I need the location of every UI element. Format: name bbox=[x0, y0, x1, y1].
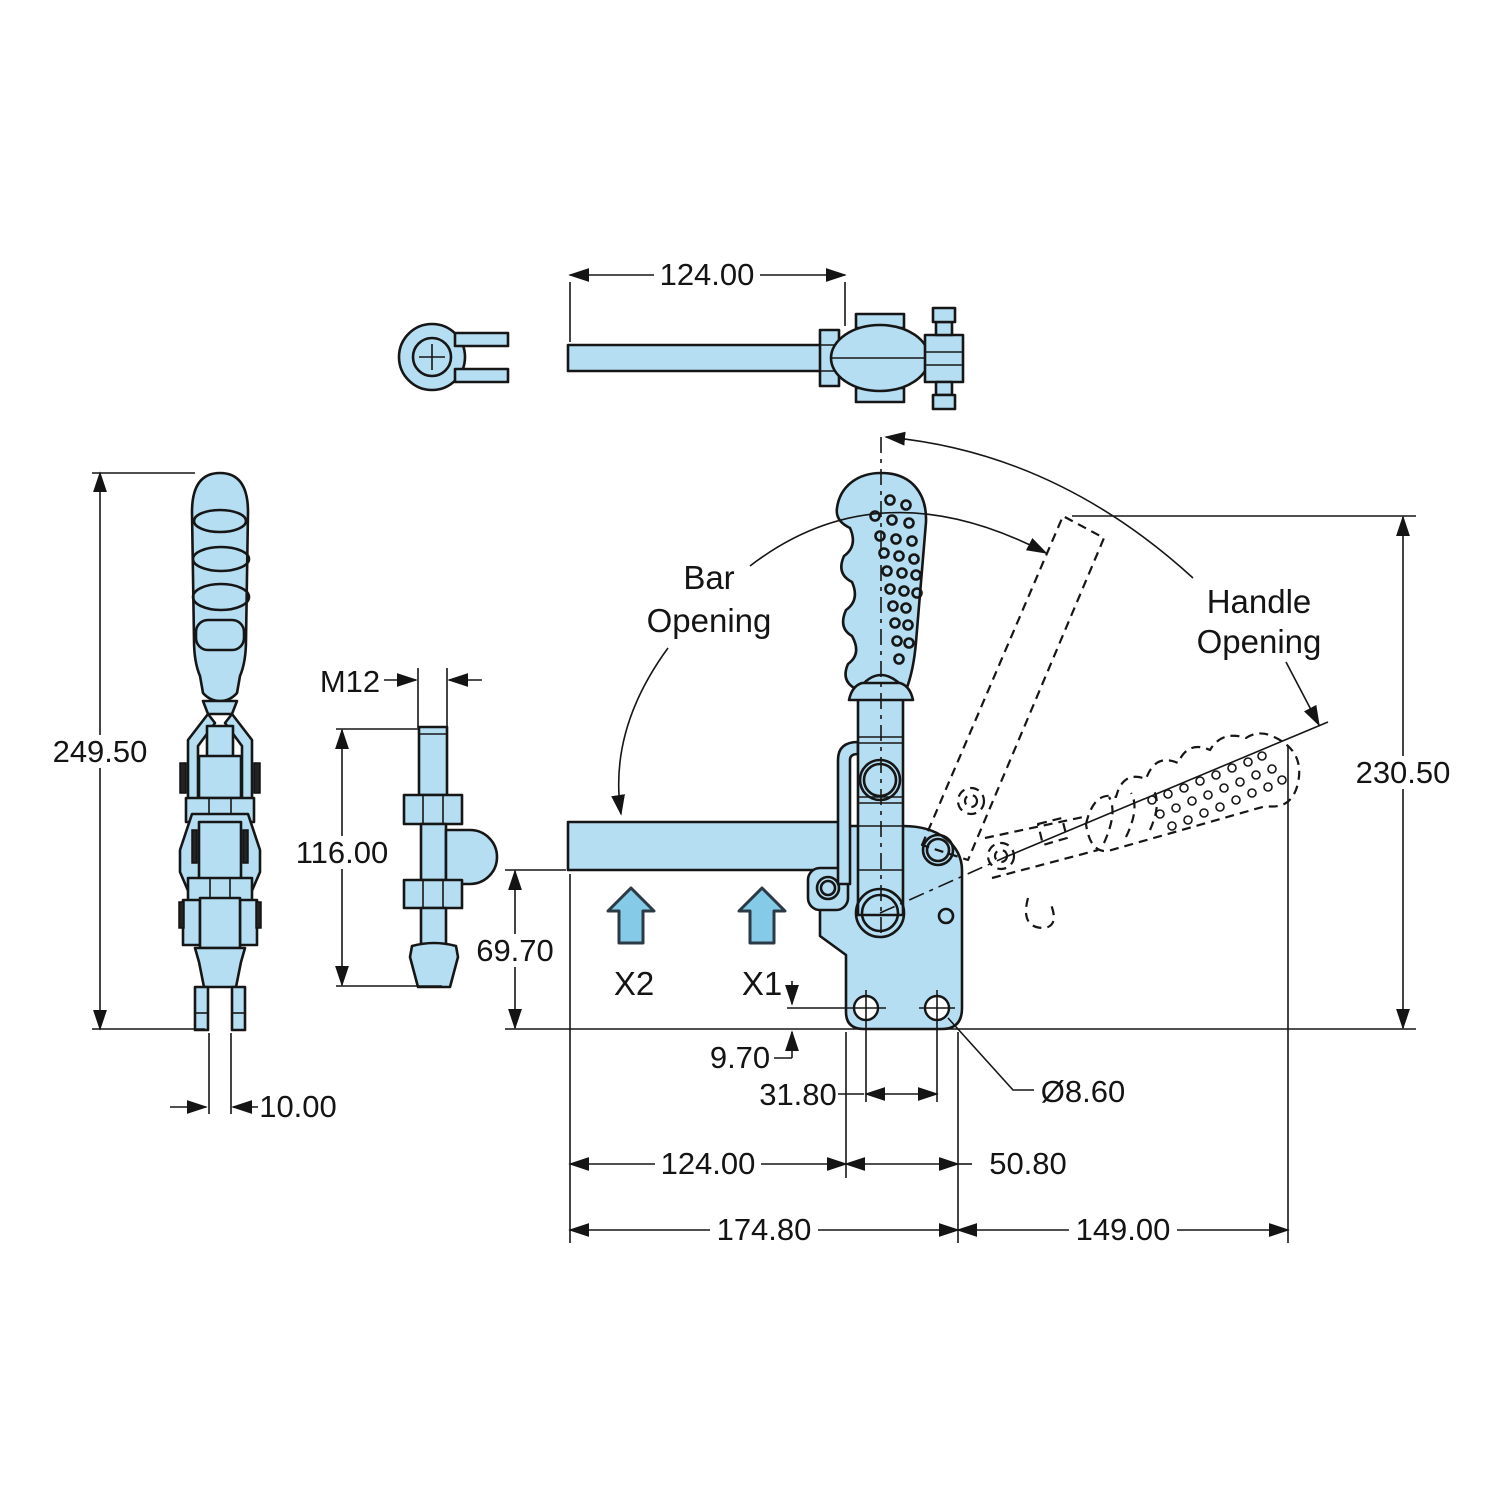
open-clip-phantom bbox=[1024, 897, 1055, 930]
open-link-phantom bbox=[1036, 816, 1069, 847]
dimension-bar-length: 124.00 bbox=[568, 1146, 848, 1181]
lower-plate-right bbox=[238, 898, 259, 947]
open-axis-centerline bbox=[879, 854, 1011, 914]
clevis-tine-top bbox=[453, 331, 510, 348]
dim-spindle-length: 116.00 bbox=[296, 835, 389, 870]
force-point-x1: X1 bbox=[737, 886, 787, 1002]
bar-opening-label-line2: Opening bbox=[647, 602, 772, 639]
handle-opening-callout: Handle Opening bbox=[884, 431, 1322, 727]
top-view-bar bbox=[566, 343, 840, 373]
dim-hole-diameter: Ø8.60 bbox=[1041, 1074, 1125, 1109]
dim-prong-gap: 10.00 bbox=[259, 1089, 337, 1124]
screw-head-top bbox=[931, 306, 957, 324]
open-handle-dimples bbox=[1147, 751, 1287, 831]
dimension-thread: M12 bbox=[320, 664, 482, 730]
dimension-prong-gap: 10.00 bbox=[170, 1033, 337, 1124]
force-arrow-x1 bbox=[737, 886, 787, 945]
dimension-spindle-length: 116.00 bbox=[289, 728, 442, 987]
clamp-bar bbox=[566, 820, 851, 872]
dim-handle-reach: 149.00 bbox=[1076, 1212, 1171, 1247]
spindle-nut-lower bbox=[402, 878, 464, 910]
dimension-hole-offset: 9.70 bbox=[710, 981, 799, 1075]
force-label-x1: X1 bbox=[742, 965, 782, 1002]
spindle-mid bbox=[419, 822, 448, 882]
open-handle-phantom bbox=[1084, 732, 1301, 853]
bar-opening-callout: Bar Opening bbox=[611, 511, 1048, 816]
prong-left bbox=[193, 985, 210, 1032]
bar-opening-label-line1: Bar bbox=[683, 559, 734, 596]
dim-overall-length: 174.80 bbox=[717, 1212, 812, 1247]
dim-overall-height: 249.50 bbox=[53, 734, 148, 769]
swivel-foot bbox=[408, 941, 460, 989]
d-bracket bbox=[444, 828, 499, 886]
dim-thread: M12 bbox=[320, 664, 380, 699]
dim-open-height: 230.50 bbox=[1356, 755, 1451, 790]
prong-right bbox=[230, 985, 247, 1032]
dimension-overall-length: 174.80 bbox=[568, 1212, 960, 1247]
side-view: 249.50 10.00 bbox=[47, 471, 337, 1124]
clevis-tine-bottom bbox=[453, 367, 510, 384]
dimension-open-height: 230.50 bbox=[1348, 515, 1458, 1030]
handle-neck bbox=[201, 699, 239, 716]
spring-clip bbox=[836, 740, 860, 886]
dim-top-bar-length: 124.00 bbox=[660, 257, 755, 292]
side-body-block bbox=[197, 820, 243, 882]
handle-opening-label-line2: Opening bbox=[1197, 623, 1322, 660]
dimension-base-width: 50.80 bbox=[844, 1146, 1067, 1181]
swivel-foot-side bbox=[193, 946, 247, 989]
top-view: 124.00 bbox=[397, 257, 965, 411]
spindle-view: M12 116.00 bbox=[289, 664, 499, 989]
dim-hole-spacing: 31.80 bbox=[759, 1077, 837, 1112]
screw-top bbox=[934, 320, 954, 337]
dimension-handle-reach: 149.00 bbox=[956, 1212, 1290, 1247]
screw-bottom bbox=[934, 380, 954, 397]
dimension-overall-height: 249.50 bbox=[47, 471, 205, 1031]
right-clevis bbox=[923, 333, 965, 384]
handle-opening-label-line1: Handle bbox=[1207, 583, 1312, 620]
front-view: Bar Opening Handle Opening X2 X1 bbox=[471, 431, 1458, 1247]
dim-base-width: 50.80 bbox=[989, 1146, 1067, 1181]
dimension-hole-spacing: 31.80 bbox=[759, 1026, 939, 1112]
force-point-x2: X2 bbox=[606, 886, 656, 1002]
spindle-nut-upper bbox=[402, 793, 464, 826]
dimension-hole-diameter: Ø8.60 bbox=[947, 1017, 1125, 1109]
lower-plate-left bbox=[181, 898, 202, 947]
threaded-rod bbox=[417, 725, 449, 797]
handle-dimples bbox=[869, 494, 923, 665]
force-arrow-x2 bbox=[606, 886, 656, 945]
open-bar-phantom bbox=[920, 514, 1106, 862]
dim-bar-height: 69.70 bbox=[476, 933, 554, 968]
force-label-x2: X2 bbox=[614, 965, 654, 1002]
open-handle-axis bbox=[1007, 721, 1329, 857]
grip-collar bbox=[847, 681, 915, 702]
dimension-bar-height: 69.70 bbox=[471, 869, 559, 1030]
screw-head-bottom bbox=[931, 393, 957, 411]
dimension-top-bar-length: 124.00 bbox=[568, 257, 847, 342]
dim-bar-length: 124.00 bbox=[661, 1146, 756, 1181]
center-block bbox=[197, 754, 243, 800]
lower-column bbox=[198, 896, 242, 950]
dim-hole-offset: 9.70 bbox=[710, 1040, 770, 1075]
